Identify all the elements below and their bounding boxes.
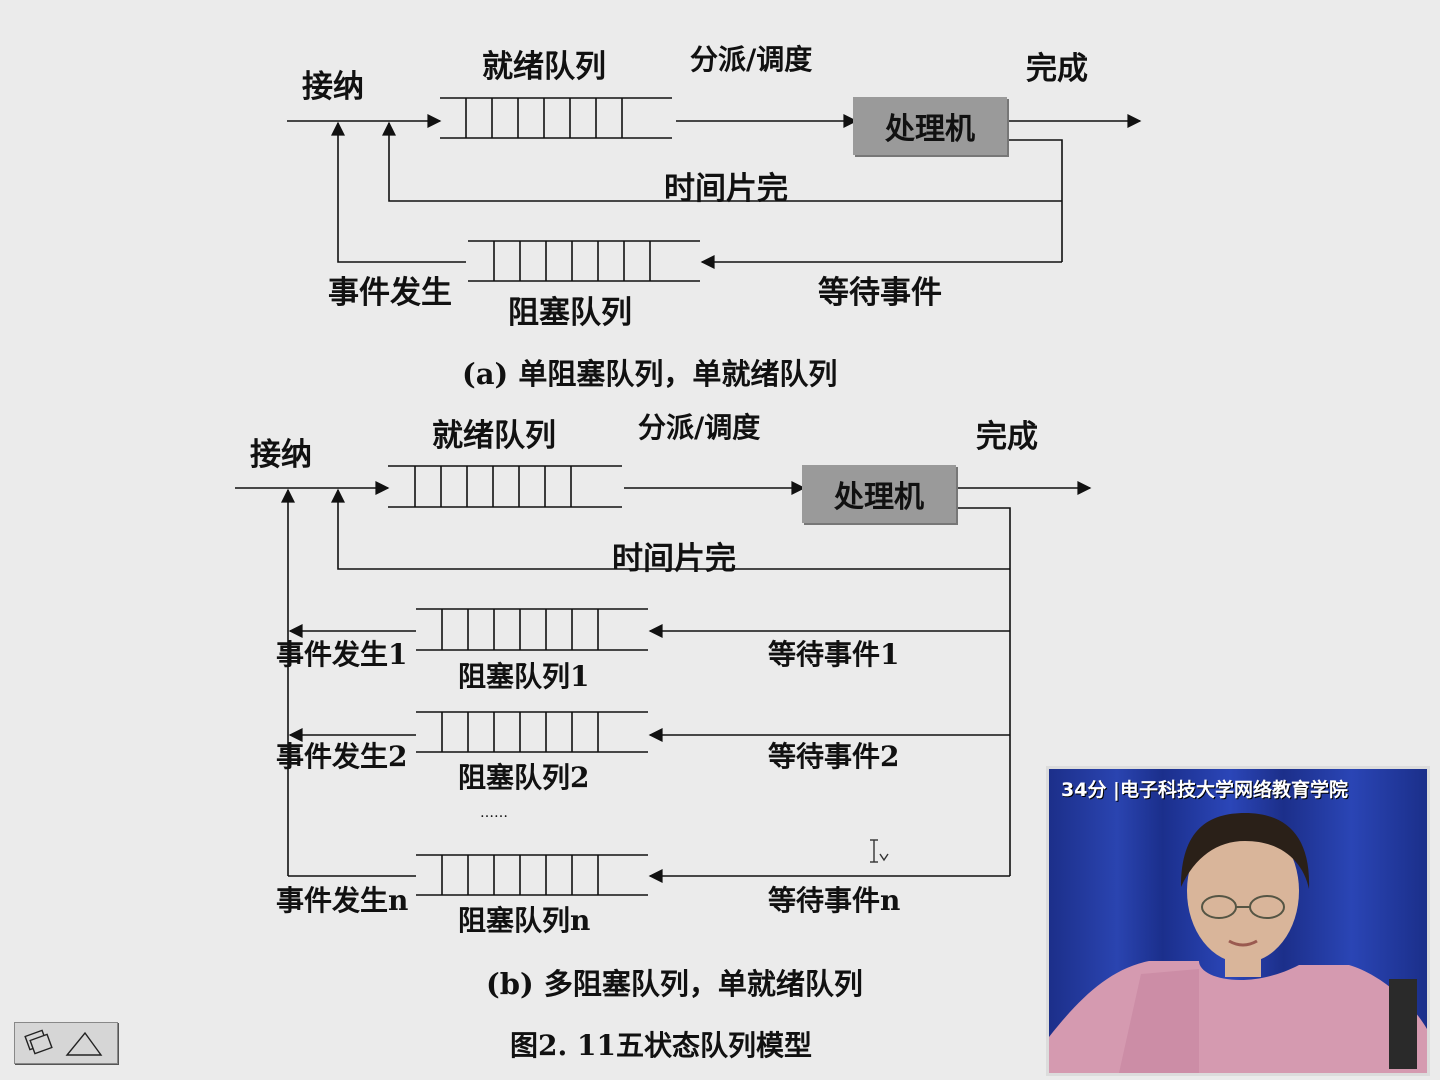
blocked-queue-label-n: 阻塞队列n [458,904,591,937]
blocked-queue-label-1: 阻塞队列1 [458,660,590,693]
processor-label-a: 处理机 [885,112,975,147]
complete-label-b: 完成 [976,419,1038,455]
caption-a: (a) 单阻塞队列，单就绪队列 [462,357,838,391]
timeslice-path-b [331,488,1010,570]
blocked-queue-label-a: 阻塞队列 [508,295,632,331]
timeslice-label-b: 时间片完 [612,541,736,577]
lecturer-video: 34分 |电子科技大学网络教育学院 [1046,766,1430,1076]
diagram-b-lines [235,465,1092,896]
blocked-queue-2 [416,711,648,753]
processor-exit-b [958,507,1011,876]
ready-queue-b [388,465,622,508]
dispatch-label-b: 分派/调度 [638,411,761,444]
blocked-queue-1 [416,608,648,651]
processor-exit-a [1008,139,1063,262]
blocked-queue-n [416,854,648,896]
event-occurs-label-2: 事件发生2 [276,740,408,773]
figure-title: 图2. 11五状态队列模型 [510,1029,812,1062]
video-caption: 34分 |电子科技大学网络教育学院 [1061,779,1348,801]
accept-label-a: 接纳 [302,69,364,105]
processor-label-b: 处理机 [834,480,924,515]
processor-box-b: 处理机 [802,465,956,523]
wait-event-label-a: 等待事件 [818,275,942,311]
complete-label-a: 完成 [1026,51,1088,87]
ready-queue-a [440,97,672,139]
wait-event-label-1: 等待事件1 [768,638,900,671]
blocked-queue-label-2: 阻塞队列2 [458,761,590,794]
caption-b: (b) 多阻塞队列，单就绪队列 [486,967,863,1001]
processor-box-a: 处理机 [853,97,1007,155]
diagram-a-lines [287,97,1142,282]
ready-queue-label-b: 就绪队列 [432,418,556,454]
wait-event-label-2: 等待事件2 [768,740,900,773]
slide-nav-icon [24,1029,103,1056]
accept-label-b: 接纳 [250,437,312,473]
event-occurs-label-1: 事件发生1 [276,638,408,671]
lecturer-figure [1049,813,1427,1073]
blocked-queue-a [468,240,700,282]
event-path-a [331,121,466,263]
event-occurs-label-n: 事件发生n [276,884,409,917]
queue-ellipsis: …… [480,805,508,821]
ready-queue-label-a: 就绪队列 [482,49,606,85]
dispatch-label-a: 分派/调度 [690,43,813,76]
slide-nav-widget[interactable] [14,1022,118,1064]
wait-event-label-n: 等待事件n [768,884,901,917]
text-cursor-icon [870,839,889,863]
timeslice-label-a: 时间片完 [664,171,788,207]
timeslice-path-a [382,121,1062,202]
event-occurs-label-a: 事件发生 [328,275,452,311]
